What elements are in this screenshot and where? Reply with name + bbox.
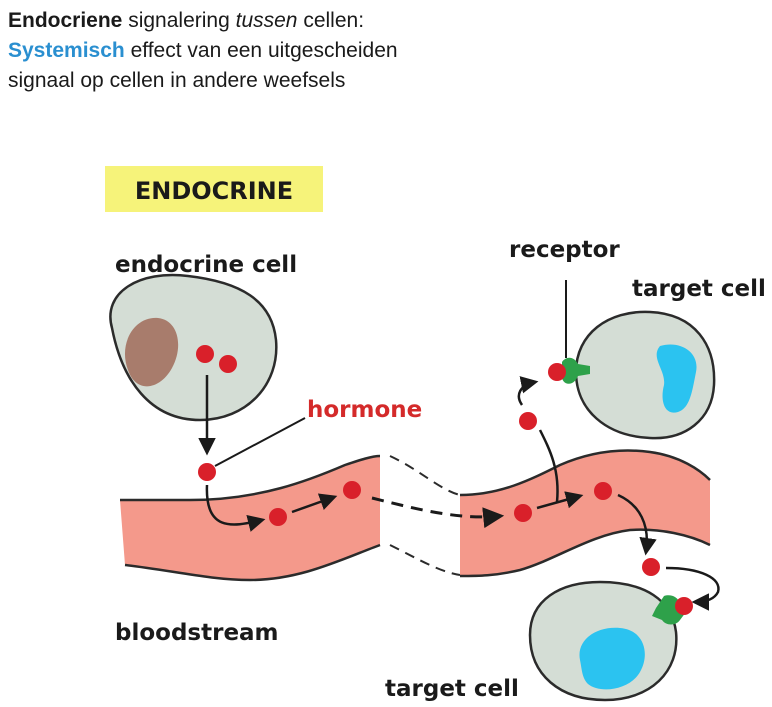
caption-text: cellen: bbox=[297, 9, 365, 32]
target-cell-top bbox=[548, 280, 716, 440]
caption-line-1: Endocriene signalering tussen cellen: bbox=[8, 6, 398, 36]
caption-text: signalering bbox=[122, 9, 236, 32]
bound-hormone-bottom bbox=[675, 597, 693, 615]
exit-arrow-top bbox=[538, 429, 559, 503]
exit-arrow-bottom bbox=[617, 493, 657, 556]
hormone-pointer bbox=[214, 417, 306, 467]
hormone-dot bbox=[198, 463, 216, 481]
receptor-label: receptor bbox=[509, 237, 620, 263]
endocrine-cell-label: endocrine cell bbox=[115, 252, 297, 278]
hormone-dot bbox=[269, 508, 287, 526]
hormone-dot bbox=[343, 481, 361, 499]
target-cell-bottom bbox=[528, 580, 693, 702]
flow-arrow bbox=[536, 491, 584, 510]
caption: Endocriene signalering tussen cellen: Sy… bbox=[8, 6, 398, 96]
endocrine-badge bbox=[105, 166, 323, 212]
hormone-dot bbox=[594, 482, 612, 500]
target-nucleus-top bbox=[656, 344, 697, 413]
bound-hormone-top bbox=[548, 363, 566, 381]
hormone-dot bbox=[196, 345, 214, 363]
flow-arrow bbox=[205, 484, 266, 532]
hormone-label: hormone bbox=[307, 397, 422, 423]
bloodstream-label: bloodstream bbox=[115, 620, 279, 646]
endocrine-nucleus bbox=[124, 317, 179, 387]
flow-arrow-dashed bbox=[371, 496, 505, 529]
caption-term-endocriene: Endocriene bbox=[8, 9, 123, 32]
flow-arrow bbox=[291, 493, 338, 514]
bloodstream-right bbox=[460, 450, 710, 576]
bind-arrow-top bbox=[517, 376, 539, 406]
hormone-dot bbox=[642, 558, 660, 576]
caption-line-2: Systemisch effect van een uitgescheiden bbox=[8, 36, 398, 66]
caption-text: effect van een uitgescheiden bbox=[124, 39, 398, 62]
bloodstream-gap-top bbox=[389, 455, 461, 496]
caption-term-tussen: tussen bbox=[235, 9, 298, 32]
caption-line-3: signaal op cellen in andere weefsels bbox=[8, 69, 346, 92]
hormone-dot bbox=[219, 355, 237, 373]
endocrine-cell bbox=[109, 273, 278, 422]
hormone-dot bbox=[514, 504, 532, 522]
bloodstream-gap-bottom bbox=[389, 544, 461, 576]
target-nucleus-bottom bbox=[579, 627, 645, 690]
bind-arrow-bottom bbox=[665, 566, 720, 611]
hormone-dot bbox=[519, 412, 537, 430]
target-cell-top-label: target cell bbox=[632, 276, 766, 302]
receptor-top bbox=[562, 357, 590, 384]
target-cell-bottom-label: target cell bbox=[385, 676, 519, 702]
endocrine-badge-label: ENDOCRINE bbox=[135, 177, 293, 205]
caption-term-systemisch: Systemisch bbox=[8, 39, 125, 62]
